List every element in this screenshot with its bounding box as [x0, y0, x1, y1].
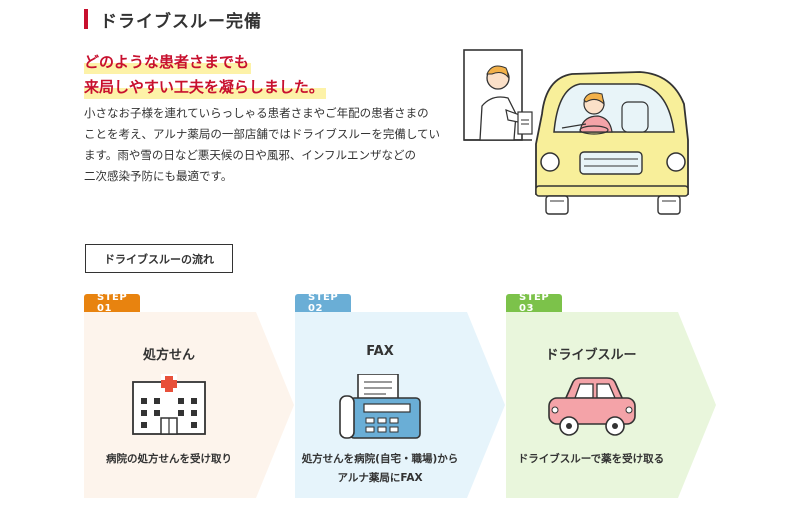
description-line: 小さなお子様を連れていらっしゃる患者さまやご年配の患者さまの	[84, 106, 429, 120]
step-description-line: アルナ薬局にFAX	[337, 472, 423, 484]
heading-accent-bar	[84, 9, 88, 29]
lead-line-2: 来局しやすい工夫を凝らしました。	[84, 75, 326, 99]
car-icon	[548, 377, 636, 436]
drive-through-illustration	[463, 49, 689, 215]
description-line: ます。雨や雪の日など悪天候の日や風邪、インフルエンザなどの	[84, 148, 417, 162]
description-line: 二次感染予防にも最適です。	[84, 169, 233, 183]
description-paragraph: 小さなお子様を連れていらっしゃる患者さまやご年配の患者さまの ことを考え、アルナ…	[84, 103, 441, 187]
step-icon-wrap	[84, 374, 254, 436]
fax-icon	[339, 374, 421, 439]
step-tag: STEP 01	[84, 292, 141, 314]
step-description-line: 病院の処方せんを受け取り	[106, 453, 232, 465]
lead-line-1: どのような患者さまでも	[84, 50, 252, 74]
step-tag: STEP 03	[506, 292, 563, 314]
step-title: 処方せん	[142, 348, 195, 363]
hospital-icon	[132, 374, 206, 435]
lead-text: どのような患者さまでも 来局しやすい工夫を凝らしました。	[84, 50, 326, 100]
drive-through-flow-button[interactable]: ドライブスルーの流れ	[85, 244, 233, 273]
step-title: ドライブスルー	[545, 348, 637, 363]
step-tag: STEP 02	[295, 292, 352, 314]
step-description: ドライブスルーで薬を受け取る	[506, 450, 676, 469]
description-line: ことを考え、アルナ薬局の一部店舗ではドライブスルーを完備してい	[84, 127, 441, 141]
step-icon-wrap	[295, 374, 465, 440]
section-heading: ドライブスルー完備	[84, 8, 262, 32]
step-title: FAX	[366, 344, 394, 359]
step-description-line: 処方せんを病院(自宅・職場)から	[301, 453, 459, 465]
step-description-line: ドライブスルーで薬を受け取る	[517, 453, 665, 465]
step-description: 病院の処方せんを受け取り	[84, 450, 254, 469]
section-title: ドライブスルー完備	[100, 11, 262, 32]
step-icon-wrap	[506, 374, 676, 438]
step-description: 処方せんを病院(自宅・職場)から アルナ薬局にFAX	[295, 450, 465, 488]
